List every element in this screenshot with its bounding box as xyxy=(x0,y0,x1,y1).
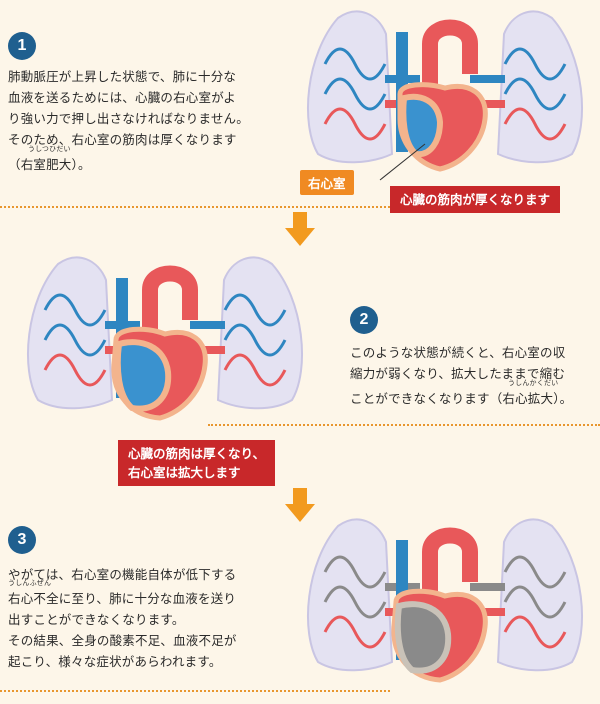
down-arrow-2 xyxy=(285,488,315,522)
caption-2-line-1: 心臓の筋肉は厚くなり、 xyxy=(128,446,266,461)
divider-1 xyxy=(0,206,390,208)
divider-3 xyxy=(0,690,390,692)
step-2-line-1: このような状態が続くと、右心室の収 xyxy=(350,345,566,360)
step-3-line-5: 起こり、様々な症状があらわれます。 xyxy=(8,654,222,669)
step-1-badge: 1 xyxy=(8,32,36,60)
right-ventricle-failing xyxy=(394,601,452,674)
step-2-badge: 2 xyxy=(350,306,378,334)
caption-muscle-thickens: 心臓の筋肉が厚くなります xyxy=(390,186,561,213)
step-1-line-2: 血液を送るためには、心臓の右心室がよ xyxy=(8,90,236,105)
step-3-line-2: 右心不全に至り、肺に十分な血液を送り xyxy=(8,591,237,606)
step-3-term-reading: うしんふぜん xyxy=(8,579,52,587)
step-1-line-3: り強い力で押し出さなければなりません。 xyxy=(8,111,249,126)
step-3-badge: 3 xyxy=(8,526,36,554)
step-2-term-reading: うしんかくだい xyxy=(507,379,559,387)
right-ventricle-enlarged xyxy=(114,339,172,412)
step-1-term: （右室肥大）。 xyxy=(8,157,91,172)
heart-lungs-illustration-2 xyxy=(26,256,304,421)
step-3-text: やがては、右心室の機能自体が低下する うしんふぜん右心不全に至り、肺に十分な血液… xyxy=(8,564,237,672)
step-1-term-reading: うしつひだい xyxy=(27,145,71,153)
step-1-line-4: そのため、右心室の筋肉は厚くなります xyxy=(8,132,237,147)
step-2-line-3: ことができなくなります（右心拡大）。 xyxy=(350,391,573,406)
caption-ventricle-enlarges: 心臓の筋肉は厚くなり、 右心室は拡大します xyxy=(118,440,276,486)
label-right-ventricle: 右心室 xyxy=(300,170,354,195)
step-2-line-2: 縮力が弱くなり、拡大したままで縮む xyxy=(350,366,566,381)
divider-2 xyxy=(208,424,600,426)
step-1-text: 肺動脈圧が上昇した状態で、肺に十分な 血液を送るためには、心臓の右心室がよ り強… xyxy=(8,66,249,175)
caption-2-line-2: 右心室は拡大します xyxy=(128,465,241,480)
step-3-line-3: 出すことができなくなります。 xyxy=(8,612,185,627)
step-3-line-1: やがては、右心室の機能自体が低下する xyxy=(8,567,237,582)
step-3-line-4: その結果、全身の酸素不足、血液不足が xyxy=(8,633,237,648)
step-1-line-1: 肺動脈圧が上昇した状態で、肺に十分な xyxy=(8,69,237,84)
right-ventricle-thick xyxy=(400,93,444,158)
down-arrow-1 xyxy=(285,212,315,246)
heart-lungs-illustration-3 xyxy=(306,518,584,683)
heart-lungs-illustration-1 xyxy=(306,10,584,181)
step-2-text: このような状態が続くと、右心室の収 縮力が弱くなり、拡大したままで縮む うしんか… xyxy=(350,342,572,409)
